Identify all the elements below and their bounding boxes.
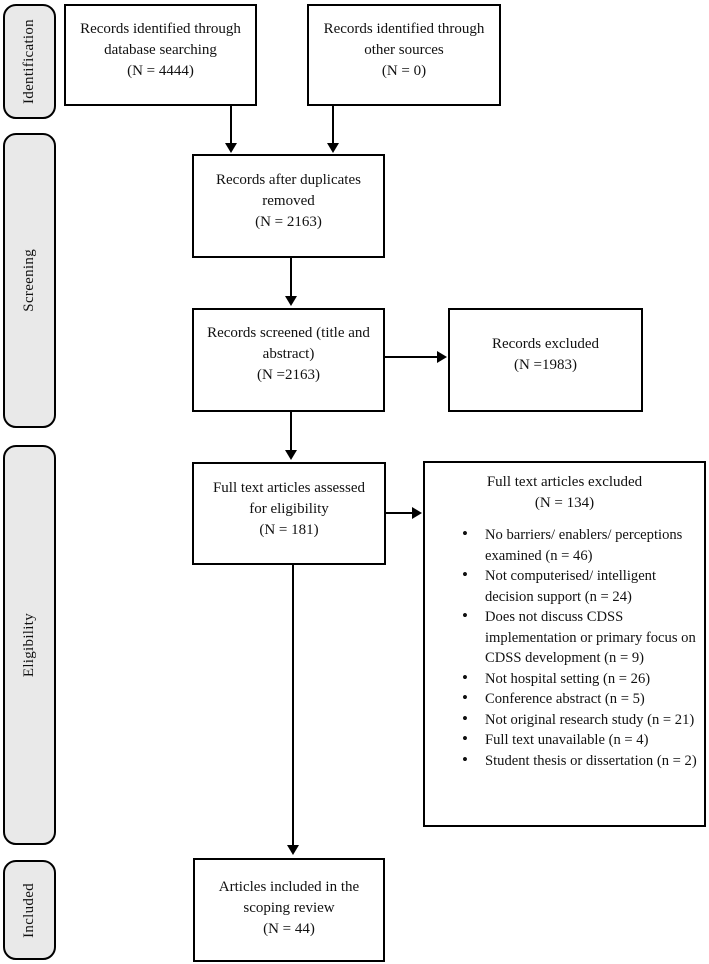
stage-included-label: Included xyxy=(21,882,37,938)
box-records-database-search-line1: Records identified through xyxy=(80,21,241,37)
box-duplicates-removed-line1: Records after duplicates xyxy=(216,172,361,188)
arrow-screened-to-excluded-line xyxy=(385,356,438,358)
box-fulltext-assessed-line2: for eligibility xyxy=(249,501,329,517)
box-duplicates-removed-line2: removed xyxy=(262,193,315,209)
arrow-database-to-duplicates-head-icon xyxy=(225,143,237,153)
arrow-fulltext-to-included-head-icon xyxy=(287,845,299,855)
box-records-other-sources-line2: other sources xyxy=(364,42,444,58)
box-records-excluded-count: (N =1983) xyxy=(513,357,578,373)
arrow-fulltext-to-included-line xyxy=(292,564,294,846)
box-fulltext-excluded: Full text articles excluded (N = 134) No… xyxy=(423,461,706,827)
exclusion-reason-item: Not computerised/ intelligent decision s… xyxy=(461,565,700,607)
stage-identification: Identification xyxy=(3,4,56,119)
box-records-other-sources-line1: Records identified through xyxy=(323,21,485,37)
box-records-screened-line2: abstract) xyxy=(262,346,315,362)
box-records-other-sources: Records identified through other sources… xyxy=(307,4,501,106)
exclusion-reason-item: Not hospital setting (n = 26) xyxy=(461,668,700,690)
box-fulltext-excluded-heading-line1: Full text articles excluded xyxy=(486,474,643,490)
arrow-screened-to-fulltext-line xyxy=(290,411,292,451)
exclusion-reason-item: No barriers/ enablers/ perceptions exami… xyxy=(461,524,700,566)
box-fulltext-assessed-line1: Full text articles assessed xyxy=(212,480,366,496)
arrow-other-to-duplicates-line xyxy=(332,106,334,144)
exclusion-reason-item: Full text unavailable (n = 4) xyxy=(461,729,700,751)
box-articles-included: Articles included in the scoping review … xyxy=(193,858,385,962)
exclusion-reason-item: Student thesis or dissertation (n = 2) xyxy=(461,750,700,772)
exclusion-reasons-list: No barriers/ enablers/ perceptions exami… xyxy=(461,524,700,772)
box-records-excluded: Records excluded (N =1983) xyxy=(448,308,643,412)
box-duplicates-removed: Records after duplicates removed (N = 21… xyxy=(192,154,385,258)
exclusion-reason-item: Does not discuss CDSS implementation or … xyxy=(461,606,700,669)
box-records-screened-count: (N =2163) xyxy=(256,367,321,383)
stage-eligibility-label: Eligibility xyxy=(21,612,37,678)
exclusion-reason-item: Not original research study (n = 21) xyxy=(461,709,700,731)
arrow-database-to-duplicates-line xyxy=(230,106,232,144)
stage-screening-label: Screening xyxy=(21,249,37,312)
box-records-excluded-line1: Records excluded xyxy=(491,336,600,352)
box-fulltext-assessed: Full text articles assessed for eligibil… xyxy=(192,462,386,565)
arrow-fulltext-to-ftexcluded-head-icon xyxy=(412,507,422,519)
box-records-other-sources-count: (N = 0) xyxy=(381,63,427,79)
stage-eligibility: Eligibility xyxy=(3,445,56,845)
box-fulltext-excluded-heading: Full text articles excluded (N = 134) xyxy=(425,472,704,514)
arrow-duplicates-to-screened-line xyxy=(290,256,292,297)
box-records-database-search: Records identified through database sear… xyxy=(64,4,257,106)
arrow-other-to-duplicates-head-icon xyxy=(327,143,339,153)
stage-included: Included xyxy=(3,860,56,960)
stage-screening: Screening xyxy=(3,133,56,428)
box-records-database-search-line2: database searching xyxy=(104,42,217,58)
box-fulltext-excluded-heading-count: (N = 134) xyxy=(534,495,595,511)
arrow-fulltext-to-ftexcluded-line xyxy=(386,512,414,514)
box-fulltext-assessed-count: (N = 181) xyxy=(259,522,319,538)
arrow-duplicates-to-screened-head-icon xyxy=(285,296,297,306)
box-articles-included-line2: scoping review xyxy=(243,900,335,916)
box-records-database-search-count: (N = 4444) xyxy=(127,63,194,79)
arrow-screened-to-excluded-head-icon xyxy=(437,351,447,363)
box-articles-included-count: (N = 44) xyxy=(263,921,315,937)
stage-identification-label: Identification xyxy=(21,18,37,104)
box-articles-included-line1: Articles included in the xyxy=(218,879,360,895)
box-records-screened: Records screened (title and abstract) (N… xyxy=(192,308,385,412)
box-records-screened-line1: Records screened (title and xyxy=(207,325,370,341)
box-duplicates-removed-count: (N = 2163) xyxy=(255,214,322,230)
exclusion-reason-item: Conference abstract (n = 5) xyxy=(461,688,700,710)
arrow-screened-to-fulltext-head-icon xyxy=(285,450,297,460)
